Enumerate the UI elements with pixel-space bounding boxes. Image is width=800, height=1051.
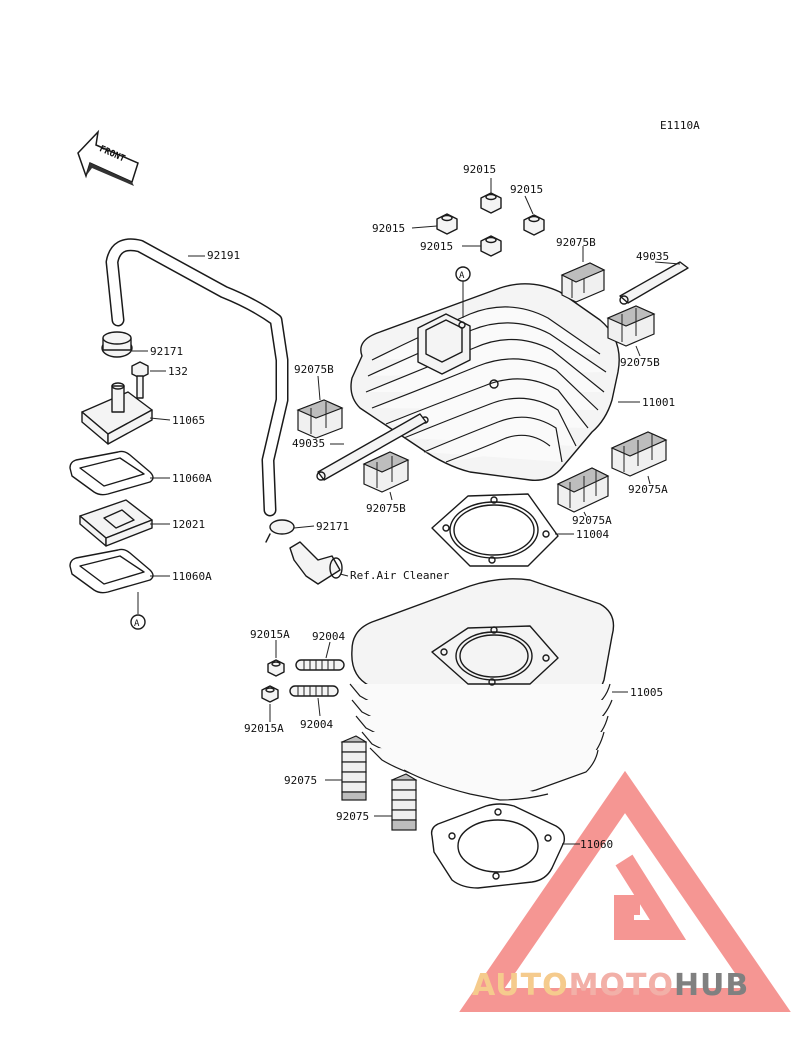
label-11005: 11005 bbox=[630, 686, 663, 699]
marker-a-label: A bbox=[459, 271, 465, 281]
label-92171-lower: 92171 bbox=[316, 520, 349, 533]
nut-icon bbox=[523, 214, 545, 236]
clamp-92171-top bbox=[101, 331, 148, 358]
label-92004-upper: 92004 bbox=[312, 630, 345, 643]
label-11060: 11060 bbox=[580, 838, 613, 851]
label-92075a-center: 92075A bbox=[572, 514, 612, 527]
nut-icon bbox=[480, 192, 502, 214]
damper-92075a-center bbox=[556, 467, 610, 517]
damper-92075b-right bbox=[606, 305, 656, 357]
front-arrow-icon: FRONT bbox=[77, 129, 139, 186]
head-gasket-11004 bbox=[431, 493, 574, 567]
pin-49035-left bbox=[316, 413, 427, 481]
marker-a-label-bottom: A bbox=[134, 619, 140, 629]
label-92075b-right: 92075B bbox=[620, 356, 660, 369]
watermark-hub: HUB bbox=[674, 968, 749, 1003]
label-92075b-top: 92075B bbox=[556, 236, 596, 249]
nut-icon bbox=[480, 235, 502, 257]
reed-plate-12021 bbox=[79, 499, 170, 547]
watermark-triangle-icon bbox=[459, 770, 791, 1012]
part-labels: 92015 92015 92015 92015 92075B 49035 920… bbox=[150, 163, 669, 851]
nut-92015a-lower bbox=[261, 685, 279, 722]
label-92191: 92191 bbox=[207, 249, 240, 262]
elbow-fitting bbox=[289, 541, 349, 585]
cylinder-head: 11001 bbox=[350, 283, 675, 481]
label-92015-left: 92015 bbox=[372, 222, 405, 235]
watermark-auto: AUTO bbox=[472, 968, 569, 1003]
label-11001: 11001 bbox=[642, 396, 675, 409]
reed-cover-11065 bbox=[81, 382, 171, 445]
cylinder-11005 bbox=[349, 578, 628, 801]
label-92015-right: 92015 bbox=[510, 183, 543, 196]
label-92075b-bottom: 92075B bbox=[366, 502, 406, 515]
stud-92004-upper bbox=[295, 641, 345, 671]
gasket-11060a-bottom bbox=[69, 548, 170, 614]
label-11004: 11004 bbox=[576, 528, 609, 541]
label-92075a-right: 92075A bbox=[628, 483, 668, 496]
damper-92075b-left bbox=[296, 375, 344, 439]
watermark-moto: MOTO bbox=[569, 968, 674, 1003]
ref-marker-a-bottom: A bbox=[130, 614, 146, 630]
label-92004-lower: 92004 bbox=[300, 718, 333, 731]
nut-92015-group bbox=[411, 178, 545, 257]
pin-49035-right bbox=[619, 261, 689, 305]
label-11060a-top: 11060A bbox=[172, 472, 212, 485]
ref-air-cleaner-note: Ref.Air Cleaner bbox=[350, 569, 450, 582]
label-11065: 11065 bbox=[172, 414, 205, 427]
label-49035-left: 49035 bbox=[292, 437, 325, 450]
label-49035-right: 49035 bbox=[636, 250, 669, 263]
label-92015-top: 92015 bbox=[463, 163, 496, 176]
bolt-132 bbox=[131, 361, 166, 399]
watermark-text: AUTOMOTOHUB bbox=[472, 968, 749, 1003]
damper-stack-92075-left bbox=[325, 735, 368, 801]
label-92015a-upper: 92015A bbox=[250, 628, 290, 641]
label-92171-top: 92171 bbox=[150, 345, 183, 358]
damper-92075a-right bbox=[610, 431, 668, 485]
ref-marker-a-top: A bbox=[455, 266, 471, 318]
label-132: 132 bbox=[168, 365, 188, 378]
label-92075b-left: 92075B bbox=[294, 363, 334, 376]
nut-icon bbox=[436, 213, 458, 235]
watermark-logo: AUTOMOTOHUB bbox=[459, 770, 791, 1012]
stud-92004-lower bbox=[289, 685, 339, 717]
label-92075-right: 92075 bbox=[336, 810, 369, 823]
base-gasket-11060 bbox=[430, 803, 580, 889]
tube-92191 bbox=[105, 238, 289, 517]
damper-92075b-bottom bbox=[362, 451, 410, 501]
diagram-ref-code: E1110A bbox=[660, 119, 700, 132]
damper-stack-92075-right bbox=[374, 773, 418, 831]
damper-92075b-top bbox=[560, 246, 606, 303]
label-92015a-lower: 92015A bbox=[244, 722, 284, 735]
clamp-92171-lower bbox=[265, 519, 315, 543]
gasket-11060a-top bbox=[69, 450, 170, 496]
label-92075-left: 92075 bbox=[284, 774, 317, 787]
label-12021: 12021 bbox=[172, 518, 205, 531]
label-11060a-bottom: 11060A bbox=[172, 570, 212, 583]
nut-92015a-upper bbox=[267, 640, 285, 677]
label-92015-lower: 92015 bbox=[420, 240, 453, 253]
